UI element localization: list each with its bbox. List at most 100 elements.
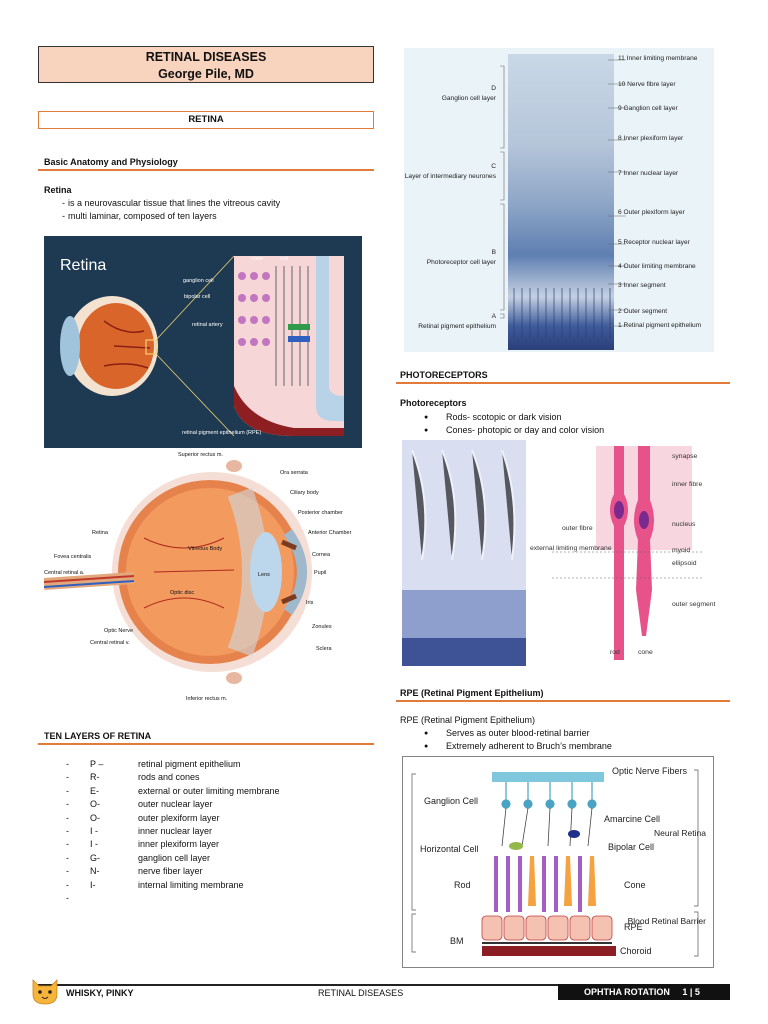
document-author: George Pile, MD — [158, 67, 254, 81]
rpe-label-blood-retinal-barrier: Blood Retinal Barrier — [628, 916, 707, 926]
histology-label-11: 11 Inner limiting membrane — [618, 55, 698, 62]
photoreceptors-heading: PHOTORECEPTORS — [400, 370, 488, 380]
rpe-label-neural-retina: Neural Retina — [654, 828, 706, 838]
eye-label-retina: Retina — [92, 530, 109, 536]
photoreceptor-points: Rods- scotopic or dark vision Cones- pho… — [400, 411, 730, 437]
eye-label-optic-disc: Optic disc — [170, 590, 194, 596]
rpe-rule — [396, 700, 730, 702]
photo-label-ellipsoid: ellipsoid — [672, 560, 697, 567]
document-title-box: RETINAL DISEASES George Pile, MD — [38, 46, 374, 83]
footer-rule — [38, 984, 730, 986]
cone-cell-icon — [634, 446, 654, 636]
retina-label-artery: retinal artery — [192, 322, 223, 328]
histology-label-5: 5 Receptor nuclear layer — [618, 239, 691, 246]
eye-label-vitreous-body: Vitreous Body — [188, 546, 222, 552]
histology-tissue — [508, 54, 614, 350]
histology-label-4: 4 Outer limiting membrane — [618, 263, 696, 270]
photoreceptors-rule — [396, 382, 730, 384]
rpe-label-cone: Cone — [624, 880, 646, 890]
photo-label-nucleus: nucleus — [672, 521, 696, 528]
retina-points: is a neurovascular tissue that lines the… — [38, 197, 374, 223]
retina-label-rpe: retinal pigment epithelium (RPE) — [182, 430, 261, 436]
rpe-label-bipolar-cell: Bipolar Cell — [608, 842, 654, 852]
histology-label-9: 9 Ganglion cell layer — [618, 105, 679, 112]
eye-anatomy-diagram: Superior rectus m. Ora serrata Ciliary b… — [44, 452, 352, 702]
eye-label-central-retinal-artery: Central retinal a. — [44, 570, 85, 576]
photo-label-myoid: myoid — [672, 547, 690, 554]
layer-item: -I-internal limiting membrane — [66, 879, 244, 890]
histology-left-label-c: Layer of intermediary neurones — [405, 173, 497, 180]
rpe-cells — [481, 915, 613, 941]
layer-item: -I -inner plexiform layer — [66, 839, 220, 850]
histology-letter-c: C — [491, 163, 496, 170]
rpe-point: Serves as outer blood-retinal barrier — [400, 727, 730, 740]
histology-rods — [513, 288, 611, 338]
photo-label-outer-segment: outer segment — [672, 601, 716, 608]
rpe-label-bm: BM — [450, 936, 464, 946]
retina-histology-diagram: 11 Inner limiting membrane 10 Nerve fibr… — [404, 48, 714, 352]
layer-item: -O-outer plexiform layer — [66, 812, 220, 823]
layer-item-empty: - — [66, 892, 69, 903]
ten-layers-list: -P –retinal pigment epithelium -R-rods a… — [66, 759, 366, 906]
layer-item: -I -inner nuclear layer — [66, 825, 213, 836]
nerve-fiber-band — [492, 772, 604, 782]
layer-item: -N-nerve fiber layer — [66, 866, 203, 877]
eye-label-optic-nerve: Optic Nerve — [104, 628, 133, 634]
retina-diagram-title: Retina — [60, 257, 106, 274]
layer-item: -P –retinal pigment epithelium — [66, 759, 241, 769]
photoreceptor-point: Rods- scotopic or dark vision — [400, 411, 730, 424]
rpe-diagram: Optic Nerve Fibers Ganglion Cell Amarcin… — [402, 756, 714, 968]
histology-letter-d: D — [491, 85, 496, 92]
photo-label-outer-fibre: outer fibre — [562, 525, 593, 532]
anatomy-rule — [38, 169, 374, 171]
retina-label-rod: rod — [280, 256, 288, 262]
retina-label-cone: cone — [251, 256, 263, 262]
histology-label-3: 3 Inner segment — [618, 282, 666, 289]
eye-label-iris: Iris — [306, 600, 314, 606]
footer-page-badge: OPHTHA ROTATION 1 | 5 — [558, 984, 730, 1000]
histology-label-1: 1 Retinal pigment epithelium — [618, 322, 702, 329]
photo-label-synapse: synapse — [672, 453, 698, 460]
histology-label-8: 8 Inner plexiform layer — [618, 135, 684, 142]
histology-letter-a: A — [492, 313, 497, 320]
rpe-label-amarcine-cell: Amarcine Cell — [604, 814, 660, 824]
ganglion-cells — [501, 782, 597, 809]
eye-label-posterior-chamber: Posterior chamber — [298, 510, 343, 516]
amarcine-cell-icon — [568, 830, 580, 838]
rpe-subheading: RPE (Retinal Pigment Epithelium) — [400, 715, 536, 725]
rpe-label-choroid: Choroid — [620, 946, 652, 956]
eye-label-zonules: Zonules — [312, 624, 332, 630]
histology-label-2: 2 Outer segment — [618, 308, 667, 315]
eye-label-sclera: Sclera — [316, 646, 333, 652]
rpe-label-ganglion-cell: Ganglion Cell — [424, 796, 478, 806]
retina-diagram: Retina cone rod ganglion cell bipolar ce… — [44, 236, 362, 448]
document-title: RETINAL DISEASES — [145, 50, 267, 64]
eye-label-inferior-rectus: Inferior rectus m. — [186, 696, 228, 702]
rpe-label-optic-nerve-fibers: Optic Nerve Fibers — [612, 766, 688, 776]
eye-label-superior-rectus: Superior rectus m. — [178, 452, 223, 458]
eye-label-ciliary-body: Ciliary body — [290, 490, 319, 496]
retina-subheading: Retina — [44, 185, 72, 195]
histology-left-label-d: Ganglion cell layer — [442, 95, 497, 102]
eye-label-central-retinal-vein: Central retinal v. — [90, 640, 130, 646]
choroid-band — [482, 946, 616, 956]
horizontal-cell-icon — [509, 842, 523, 850]
bruchs-membrane — [482, 942, 612, 944]
histology-label-10: 10 Nerve fibre layer — [618, 81, 676, 88]
rod-cells — [494, 856, 582, 912]
cone-cells — [528, 856, 596, 906]
footer-authors: WHISKY, PINKY — [66, 988, 134, 998]
retina-label-ganglion: ganglion cell — [183, 278, 214, 284]
photoreceptor-diagram: synapse inner fibre nucleus outer fibre … — [402, 440, 716, 666]
eye-label-anterior-chamber: Anterior Chamber — [308, 530, 352, 536]
layer-item: -G-ganglion cell layer — [66, 852, 211, 863]
rod-cell-icon — [610, 446, 628, 660]
retina-point: multi laminar, composed of ten layers — [38, 210, 374, 223]
rpe-point: Extremely adherent to Bruch’s membrane — [400, 740, 730, 753]
photoreceptors-subheading: Photoreceptors — [400, 398, 467, 408]
eye-cross-section-icon — [44, 460, 312, 684]
retina-zoom-panel — [234, 256, 344, 436]
photo-label-inner-fibre: inner fibre — [672, 481, 702, 488]
eye-label-pupil: Pupil — [314, 570, 326, 576]
eyeball-icon — [60, 296, 158, 396]
